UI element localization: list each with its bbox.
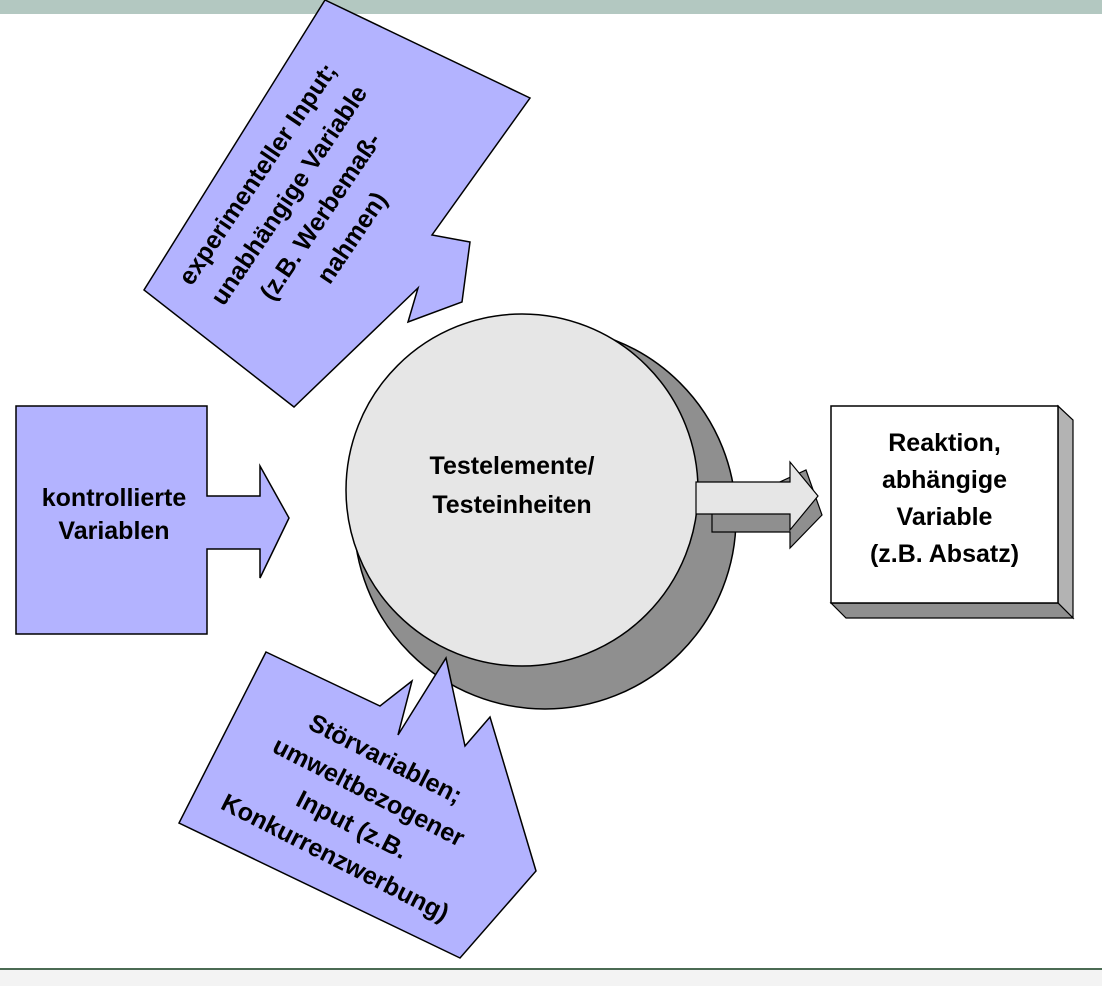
bottom-divider [0, 968, 1102, 970]
controlled-variables-line-1: kontrollierte [41, 484, 187, 512]
controlled-variables-label: kontrollierte Variablen [16, 482, 212, 548]
test-elements-label: Testelemente/ Testeinheiten [382, 447, 642, 525]
reaction-line-1: Reaktion, [888, 429, 1001, 457]
reaction-label: Reaktion, abhängige Variable (z.B. Absat… [831, 425, 1058, 573]
reaction-box-side [1057, 404, 1074, 620]
reaction-box-bottom [829, 602, 1075, 619]
controlled-variables-line-2: Variablen [58, 517, 170, 545]
test-elements-line-2: Testeinheiten [432, 491, 592, 519]
reaction-line-4: (z.B. Absatz) [869, 540, 1020, 568]
reaction-box [830, 405, 1059, 604]
output-arrow [695, 460, 819, 532]
reaction-line-3: Variable [896, 503, 993, 531]
top-bar [0, 0, 1102, 14]
reaction-line-2: abhängige [881, 466, 1007, 494]
bottom-strip [0, 970, 1102, 986]
disturbance-variables-callout [177, 651, 537, 959]
test-elements-line-1: Testelemente/ [429, 452, 595, 480]
controlled-variables-callout [15, 405, 290, 635]
experimental-input-callout [143, 0, 532, 408]
